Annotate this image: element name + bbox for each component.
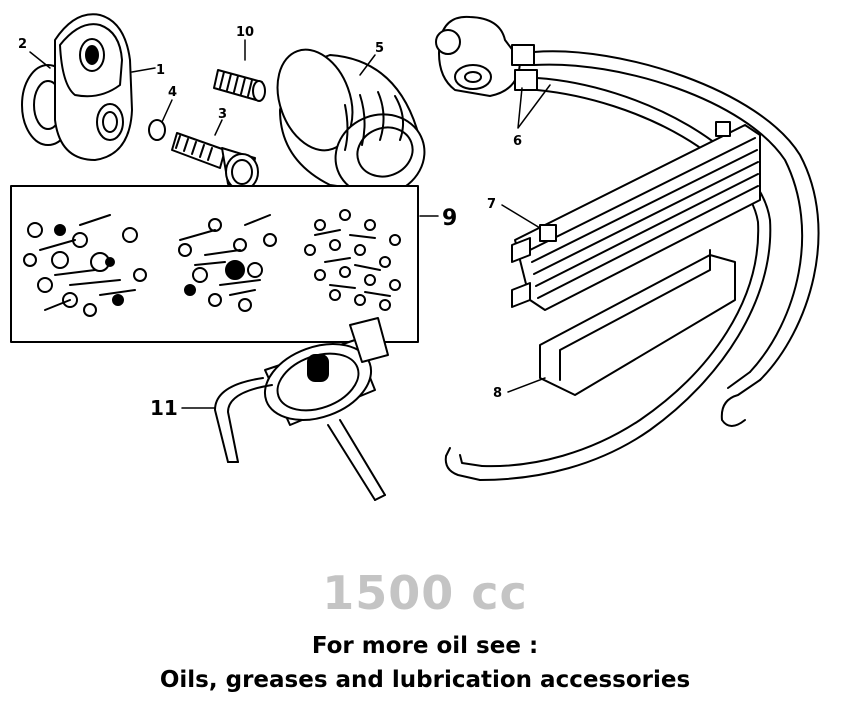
threaded-adapter-illustration bbox=[213, 69, 266, 102]
braided-hose-illustration bbox=[444, 50, 820, 481]
callout-3: 3 bbox=[218, 107, 227, 122]
see-also-heading: For more oil see : bbox=[311, 633, 539, 659]
callout-labels: 1 2 3 4 5 6 7 8 9 10 11 bbox=[18, 25, 522, 420]
engine-size-label: 1500 cc bbox=[322, 566, 528, 620]
callout-10: 10 bbox=[236, 25, 254, 40]
fastener-pile-middle bbox=[178, 214, 277, 312]
callout-5: 5 bbox=[375, 41, 384, 56]
callout-4: 4 bbox=[168, 85, 177, 100]
filter-housing-illustration bbox=[21, 13, 133, 161]
see-also-link[interactable]: Oils, greases and lubrication accessorie… bbox=[159, 667, 691, 693]
callout-7: 7 bbox=[487, 197, 496, 212]
leader-lines bbox=[29, 39, 551, 409]
fastener-pile-left bbox=[23, 214, 147, 317]
o-ring-illustration bbox=[148, 119, 166, 141]
oil-filter-illustration bbox=[276, 48, 426, 197]
cooler-adapter-illustration bbox=[435, 15, 538, 97]
fastener-pile-right bbox=[304, 209, 401, 311]
callout-1: 1 bbox=[156, 63, 165, 78]
callout-6: 6 bbox=[513, 134, 522, 149]
oil-cooler-illustration bbox=[511, 121, 761, 311]
callout-11: 11 bbox=[150, 396, 178, 420]
callout-2: 2 bbox=[18, 37, 27, 52]
callout-8: 8 bbox=[493, 386, 502, 401]
callout-9: 9 bbox=[442, 206, 457, 231]
filter-wrench-illustration bbox=[214, 317, 389, 501]
cooler-bracket-illustration bbox=[539, 249, 736, 396]
fastener-kit-illustration bbox=[10, 185, 419, 343]
banjo-bolt-illustration bbox=[171, 132, 259, 191]
